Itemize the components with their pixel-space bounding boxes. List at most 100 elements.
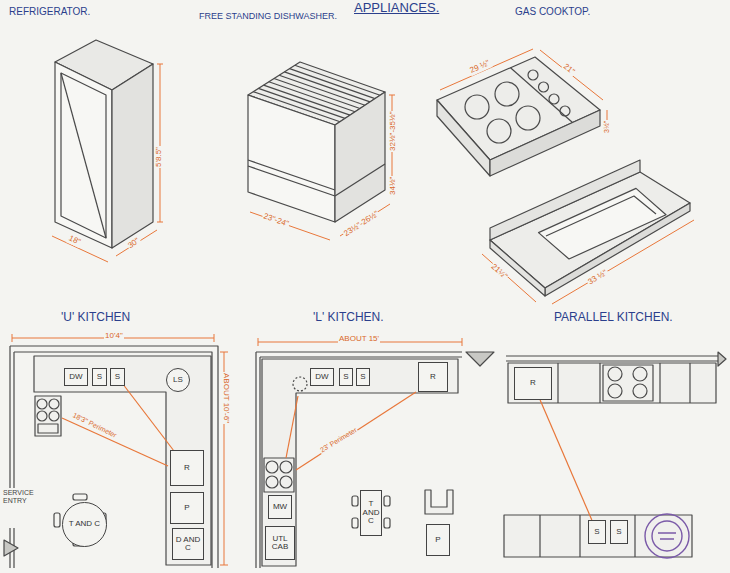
- l-kitchen-plan: [352, 518, 358, 528]
- fixture-label: R: [530, 379, 536, 387]
- dimension-line: [440, 49, 533, 90]
- refrigerator-drawing: [55, 40, 153, 248]
- u-kitchen-plan: [37, 411, 47, 421]
- u-kitchen-plan: [35, 396, 61, 436]
- approval-stamp: [658, 533, 676, 539]
- dimension-text: 3½": [603, 120, 611, 134]
- dimension-line: [12, 334, 13, 342]
- dimension-line: [220, 565, 228, 566]
- cooktop-drawing: [465, 95, 489, 119]
- l-kitchen-plan: [280, 461, 292, 473]
- dimension-line: [116, 230, 157, 256]
- l-kitchen-plan: [466, 352, 494, 366]
- dimension-text: 21½": [488, 262, 509, 282]
- l-kitchen-plan: [352, 496, 358, 506]
- dishwasher-drawing: [248, 95, 335, 222]
- parallel-kitchen-plan: [504, 352, 726, 557]
- heading-text: GAS COOKTOP.: [514, 6, 591, 17]
- work-triangle-line: [124, 386, 173, 450]
- dimension-line: [389, 95, 395, 96]
- fixture-label: S: [343, 373, 348, 381]
- u-kitchen-plan: [4, 346, 218, 568]
- fixture-circle: LS: [166, 368, 190, 392]
- dimension-text: 21": [561, 62, 577, 77]
- fixture-label: R: [184, 464, 190, 472]
- approval-stamp: [652, 521, 682, 551]
- cooktop-drawing: [560, 106, 570, 116]
- heading-text: 'L' KITCHEN.: [312, 311, 385, 324]
- fixture-box: P: [170, 492, 204, 524]
- l-kitchen-plan: [266, 476, 278, 488]
- cooktop-drawing: [528, 70, 538, 80]
- dimension-line: [258, 338, 259, 346]
- dimension-text: 23' Perimeter: [318, 426, 359, 455]
- u-kitchen-plan: [34, 356, 211, 565]
- fixture-label: LS: [173, 376, 183, 384]
- fixture-label: P: [184, 504, 189, 512]
- work-triangle-line: [286, 396, 298, 458]
- l-kitchen-plan: [293, 377, 307, 391]
- fixture-box: R: [418, 362, 448, 392]
- fixture-box: P: [426, 524, 450, 556]
- l-kitchen-plan: [280, 476, 292, 488]
- fixture-label: S: [616, 528, 621, 536]
- u-kitchen-plan: [73, 494, 87, 500]
- dishwasher-drawing: [248, 62, 385, 222]
- fixture-box: S: [610, 520, 628, 544]
- cooktop-drawing: [549, 94, 559, 104]
- fixture-box: DW: [64, 368, 88, 386]
- approval-stamp: [645, 514, 689, 558]
- parallel-kitchen-plan: [504, 515, 692, 557]
- dimension-line: [552, 220, 694, 304]
- fixture-label: D AND C: [174, 536, 202, 553]
- fixture-label: S: [594, 528, 599, 536]
- dimension-text: 33 ½": [586, 268, 610, 287]
- parallel-kitchen-plan: [603, 365, 653, 401]
- fixture-box: D AND C: [172, 528, 204, 560]
- dimension-line: [462, 338, 463, 346]
- heading-text: REFRIGERATOR.: [8, 6, 91, 17]
- work-triangle-edge: [540, 400, 592, 520]
- work-triangle-line: [540, 400, 592, 520]
- fixture-box: S: [110, 368, 125, 386]
- fixture-label: S: [97, 373, 102, 381]
- u-kitchen-plan: [4, 540, 18, 556]
- fixture-label: T AND C: [69, 520, 100, 528]
- parallel-kitchen-plan: [558, 363, 690, 403]
- fixture-label: UTL CAB: [267, 535, 293, 552]
- fixture-box: T AND C: [360, 490, 382, 536]
- dimension-line: [540, 50, 603, 100]
- u-kitchen-plan: [37, 399, 47, 409]
- dimension-text: 30": [126, 236, 142, 251]
- cooktop-drawing: [516, 106, 540, 130]
- dimension-line: [157, 64, 163, 65]
- refrigerator-drawing: [55, 62, 112, 248]
- fixture-label: S: [360, 373, 365, 381]
- fixture-box: R: [514, 367, 552, 400]
- fixture-box: R: [170, 450, 204, 486]
- fixture-circle: T AND C: [62, 502, 107, 547]
- l-kitchen-plan: [256, 352, 494, 568]
- refrigerator-drawing: [112, 64, 153, 248]
- dishwasher-slat: [295, 65, 380, 95]
- fixture-box: S: [339, 368, 353, 386]
- dimension-text: ABOUT 15': [338, 335, 380, 344]
- heading-text: 'U' KITCHEN: [60, 311, 131, 324]
- dishwasher-drawing: [335, 92, 385, 222]
- dishwasher-drawing: [335, 164, 385, 196]
- dimension-text: 5'8.5": [155, 146, 164, 168]
- approval-stamp: [645, 514, 689, 558]
- work-triangle-edge: [124, 386, 173, 450]
- dishwasher-slat: [290, 69, 375, 99]
- dimension-text: 34½": [389, 176, 398, 196]
- l-kitchen-plan: [262, 359, 458, 566]
- fixture-box: S: [92, 368, 107, 386]
- fixture-label: T AND C: [362, 500, 380, 525]
- dimension-text: ABOUT 10'-6": [221, 372, 230, 424]
- note-text: SERVICE ENTRY: [2, 489, 42, 504]
- u-kitchen-plan: [54, 513, 60, 527]
- work-triangle-line: [62, 392, 416, 470]
